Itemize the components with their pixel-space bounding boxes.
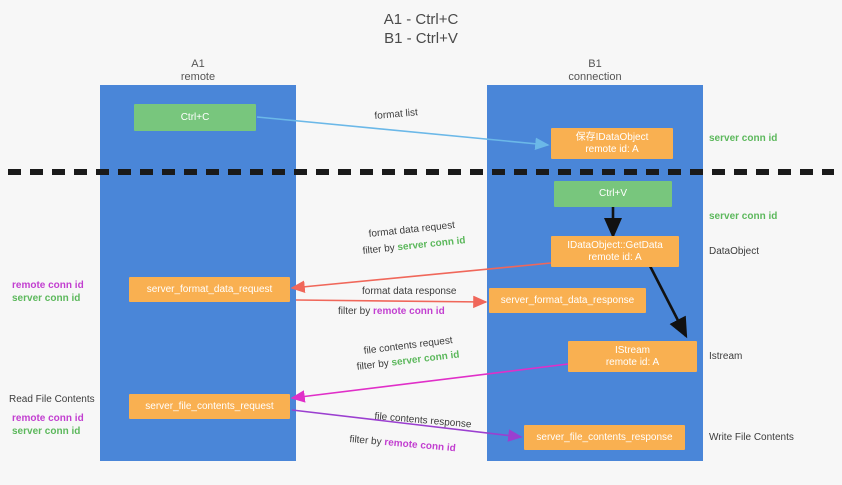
edge-label-format-data-response-filter: filter by remote conn id bbox=[338, 305, 445, 318]
node-server-format-data-response[interactable]: server_format_data_response bbox=[489, 288, 646, 313]
annotation-read-file-contents: Read File Contents bbox=[9, 394, 95, 405]
node-server-file-contents-request-label: server_file_contents_request bbox=[145, 400, 274, 412]
node-ctrl-v-label: Ctrl+V bbox=[598, 188, 628, 199]
edge-label-format-data-response: format data response bbox=[362, 286, 457, 297]
edge-label-file-contents-response: file contents response bbox=[373, 410, 472, 431]
annotation-server-conn-id-top: server conn id bbox=[709, 133, 778, 144]
node-save-idataobject[interactable]: 保存IDataObject remote id: A bbox=[551, 128, 673, 159]
node-ctrl-c[interactable]: Ctrl+C bbox=[134, 104, 256, 131]
filter-prefix: filter by bbox=[362, 242, 399, 257]
node-ctrl-v[interactable]: Ctrl+V bbox=[554, 181, 672, 207]
node-server-format-data-request[interactable]: server_format_data_request bbox=[129, 277, 290, 302]
annotation-remote-conn-id-2: remote conn id bbox=[12, 413, 84, 424]
node-server-file-contents-request[interactable]: server_file_contents_request bbox=[129, 394, 290, 419]
page-title: A1 - Ctrl+C B1 - Ctrl+V bbox=[383, 11, 459, 47]
annotation-remote-conn-id-1: remote conn id bbox=[12, 280, 84, 291]
node-ctrl-c-label: Ctrl+C bbox=[180, 111, 210, 123]
node-save-idataobject-line1: 保存IDataObject bbox=[575, 131, 649, 143]
column-header-a1: A1 remote bbox=[180, 58, 216, 83]
filter-prefix: filter by bbox=[356, 357, 393, 373]
annotation-server-conn-id-mid: server conn id bbox=[709, 211, 778, 222]
column-header-b1: B1 connection bbox=[568, 58, 622, 83]
node-server-format-data-response-label: server_format_data_response bbox=[500, 294, 635, 306]
node-idataobject-getdata-line2: remote id: A bbox=[588, 251, 642, 263]
annotation-server-conn-id-2: server conn id bbox=[12, 426, 81, 437]
filter-prefix: filter by bbox=[348, 433, 385, 449]
node-istream-line2: remote id: A bbox=[605, 356, 660, 368]
annotation-write-file-contents: Write File Contents bbox=[709, 432, 794, 443]
node-save-idataobject-line2: remote id: A bbox=[585, 143, 639, 155]
node-idataobject-getdata-line1: IDataObject::GetData bbox=[567, 239, 663, 251]
edge-label-file-contents-response-filter: filter by remote conn id bbox=[349, 433, 456, 455]
annotation-server-conn-id-1: server conn id bbox=[12, 293, 81, 304]
node-server-file-contents-response-label: server_file_contents_response bbox=[536, 431, 673, 443]
filter-value-remote-conn-id: remote conn id bbox=[383, 437, 457, 455]
edge-label-format-list: format list bbox=[374, 107, 419, 122]
annotation-istream: Istream bbox=[709, 351, 743, 362]
filter-prefix: filter by bbox=[338, 306, 374, 317]
node-server-file-contents-response[interactable]: server_file_contents_response bbox=[524, 425, 685, 450]
node-server-format-data-request-label: server_format_data_request bbox=[146, 283, 273, 295]
annotation-dataobject: DataObject bbox=[709, 246, 760, 257]
node-istream[interactable]: IStream remote id: A bbox=[568, 341, 697, 372]
filter-value-server-conn-id: server conn id bbox=[396, 235, 467, 254]
node-idataobject-getdata[interactable]: IDataObject::GetData remote id: A bbox=[551, 236, 679, 267]
filter-value-remote-conn-id: remote conn id bbox=[373, 306, 445, 317]
node-istream-line1: IStream bbox=[614, 344, 650, 356]
